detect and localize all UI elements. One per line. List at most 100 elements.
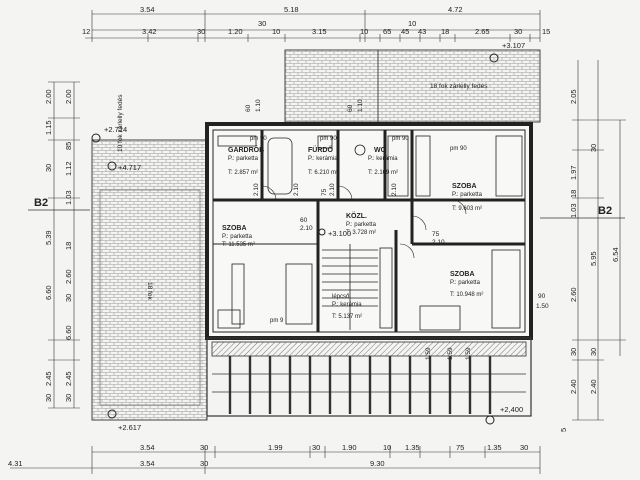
right-dim-12: 2.40 [589, 379, 598, 394]
top-dim-18: 30 [514, 27, 522, 36]
room-area: T: 11.535 m² [222, 242, 255, 248]
level-marker-icon [485, 415, 495, 425]
bottom-dim-2: 30 [200, 443, 208, 452]
room-floor: P.: parketta [228, 156, 259, 162]
top-dim-10: 10 [272, 27, 280, 36]
level-marker-icon [107, 161, 117, 171]
bottom-dim-8: 75 [456, 443, 464, 452]
level-markers: +3.107 +2.724 +4.717 +3.100 +2.617 +2,40… [91, 41, 525, 432]
top-dim-3: 4.72 [448, 5, 463, 14]
misc-label: 1.10 [255, 99, 262, 112]
bottom-dim-1: 3.54 [140, 443, 155, 452]
room-floor: P.: parketta [452, 192, 483, 198]
room-floor: P.: kerámia [368, 156, 398, 162]
room-floor: P.: parketta [222, 234, 253, 240]
top-dim-1: 3.54 [140, 5, 155, 14]
top-dim-8: 30 [197, 27, 205, 36]
room-extra: pm 90 [320, 136, 337, 142]
roof-slope-note: 18 fok zárlelly fedés [430, 83, 488, 90]
left-dim-9: 85 [64, 142, 73, 150]
room-name: WC [374, 147, 386, 154]
left-dim-17: 30 [64, 394, 73, 402]
room-name: SZOBA [450, 271, 475, 278]
bottom-dimension-labels: 3.54 30 1.99 30 1.90 10 1.35 75 1.35 30 … [8, 443, 528, 468]
right-dim-11: 30 [589, 348, 598, 356]
left-dim-14: 30 [64, 294, 73, 302]
top-dim-5: 10 [408, 19, 416, 28]
left-dim-13: 2.60 [64, 269, 73, 284]
right-dim-4: 6.54 [611, 247, 620, 262]
room-area: T: 3.728 m² [346, 230, 376, 236]
top-dim-13: 65 [383, 27, 391, 36]
misc-label: 90 [538, 293, 546, 300]
bottom-dim-4: 30 [312, 443, 320, 452]
right-dim-8: 18 [569, 190, 578, 198]
top-dim-4: 30 [258, 19, 266, 28]
left-dim-4: 5.39 [44, 230, 53, 245]
terrace-slope-note: 10 fok zárlelly fedés [117, 94, 124, 152]
misc-label: 1.50 [536, 303, 549, 310]
right-dim-1: 2.05 [569, 89, 578, 104]
misc-dimension-labels: 60 1.10 60 1.10 2.10 2.10 2.10 60 2.10 7… [245, 99, 549, 360]
misc-label: 2.10 [253, 183, 260, 196]
left-dim-7: 30 [44, 394, 53, 402]
bottom-dim-13: 30 [200, 459, 208, 468]
left-dim-12: 18 [64, 242, 73, 250]
level-top-left-1: +2.724 [104, 125, 127, 134]
bottom-dim-5: 1.90 [342, 443, 357, 452]
room-area: T: 5.137 m² [332, 314, 362, 320]
top-dim-16: 18 [441, 27, 449, 36]
room-name: SZOBA [452, 183, 477, 190]
misc-label: 75 [321, 188, 328, 196]
misc-label: 2.10 [293, 183, 300, 196]
top-dim-14: 45 [401, 27, 409, 36]
room-szoba-1: SZOBA P.: parketta T: 9.603 m² pm 90 [450, 146, 483, 212]
bottom-dim-6: 10 [383, 443, 391, 452]
top-dim-17: 2.65 [475, 27, 490, 36]
right-dim-7: 1.97 [569, 165, 578, 180]
left-dim-6: 2.45 [44, 371, 53, 386]
level-roof-right: +3.107 [502, 41, 525, 50]
misc-label: 60 [347, 104, 354, 112]
room-area: T: 2.857 m² [228, 170, 258, 176]
top-dim-6: 12 [82, 27, 90, 36]
misc-label: 1.59 [447, 347, 454, 360]
room-floor: P.: kerámia [308, 156, 338, 162]
misc-label: 1.10 [357, 99, 364, 112]
level-marker-icon [91, 133, 101, 143]
section-mark-left: B2 [34, 197, 48, 209]
room-extra: pm 90 [392, 136, 409, 142]
lower-framing [206, 337, 532, 417]
right-dim-5: 30 [569, 348, 578, 356]
left-dim-5: 6.60 [44, 285, 53, 300]
top-dim-12: 10 [360, 27, 368, 36]
room-extra: pm 90 [450, 146, 467, 152]
room-area: T: 2.109 m² [368, 170, 398, 176]
top-dim-2: 5.18 [284, 5, 299, 14]
level-corridor: +3.100 [328, 229, 351, 238]
misc-label: 60 [245, 104, 252, 112]
bottom-dim-11: 4.31 [8, 459, 23, 468]
left-dimension-labels: 2.00 1.15 30 5.39 6.60 2.45 30 2.00 85 1… [44, 89, 73, 402]
left-dim-11: 1.03 [64, 190, 73, 205]
room-area: T: 9.603 m² [452, 206, 482, 212]
room-extra: pm 90 [250, 136, 267, 142]
level-top-left-2: +4.717 [118, 163, 141, 172]
bottom-dim-9: 1.35 [487, 443, 502, 452]
bottom-dim-10: 30 [520, 443, 528, 452]
room-floor: P.: parketta [346, 222, 377, 228]
left-dim-16: 2.45 [64, 371, 73, 386]
section-mark-right: B2 [598, 205, 612, 217]
right-dim-9: 1.03 [569, 203, 578, 218]
top-dim-19: 15 [542, 27, 550, 36]
right-dimension-labels: 2.05 30 5.95 6.54 30 2.40 1.97 18 1.03 2… [559, 89, 620, 432]
level-marker-icon [107, 409, 117, 419]
level-marker-icon [318, 228, 326, 236]
bottom-dim-3: 1.99 [268, 443, 283, 452]
misc-label: 75 [432, 231, 440, 238]
level-bottom-right: +2,400 [500, 405, 523, 414]
room-name: lépcső [332, 294, 350, 300]
level-marker-icon [489, 53, 499, 63]
left-dim-10: 1.12 [64, 161, 73, 176]
room-name: SZOBA [222, 225, 247, 232]
